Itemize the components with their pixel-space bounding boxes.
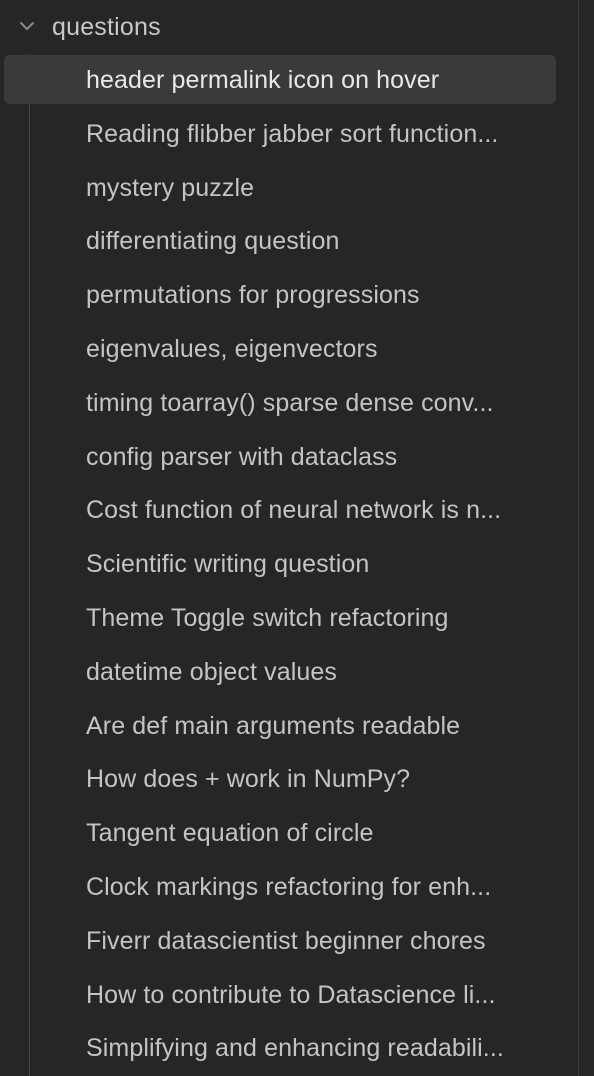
file-item-label: differentiating question [86,227,340,256]
file-item-label: How does + work in NumPy? [86,765,411,794]
file-item[interactable]: differentiating question [0,215,578,269]
file-item-label: Reading flibber jabber sort function... [86,119,499,148]
file-item[interactable]: How does + work in NumPy? [0,753,578,807]
file-item[interactable]: mystery puzzle [0,162,578,216]
file-item-label: How to contribute to Datascience li... [86,980,496,1009]
file-item-label: Are def main arguments readable [86,711,461,740]
indent-guide [29,54,30,1076]
file-item-label: Clock markings refactoring for enh... [86,872,492,901]
file-item-label: header permalink icon on hover [86,66,440,94]
file-item-label: mystery puzzle [86,173,255,202]
chevron-down-icon [20,22,34,30]
file-item[interactable]: Scientific writing question [0,538,578,592]
file-item-label: Tangent equation of circle [86,819,374,848]
file-item[interactable]: Are def main arguments readable [0,700,578,754]
file-item[interactable]: datetime object values [0,646,578,700]
file-item-label: timing toarray() sparse dense conv... [86,388,494,417]
file-item[interactable]: Clock markings refactoring for enh... [0,861,578,915]
file-item-label: Theme Toggle switch refactoring [86,603,449,632]
file-item[interactable]: How to contribute to Datascience li... [0,969,578,1023]
active-item-highlight [4,55,556,104]
file-item-label: Fiverr datascientist beginner chores [86,926,486,955]
file-item-label: Simplifying and enhancing readabili... [86,1034,504,1063]
folder-label: questions [52,13,161,41]
folder-questions[interactable]: questions [0,0,578,54]
file-item-label: Cost function of neural network is n... [86,496,502,525]
file-item-label: permutations for progressions [86,281,420,310]
file-item-label: config parser with dataclass [86,442,398,471]
file-item[interactable]: permutations for progressions [0,269,578,323]
file-item[interactable]: Fiverr datascientist beginner chores [0,915,578,969]
file-item[interactable]: Cost function of neural network is n... [0,484,578,538]
file-item[interactable]: header permalink icon on hover [0,54,578,108]
file-item[interactable]: Simplifying and enhancing readabili... [0,1022,578,1076]
file-item-label: Scientific writing question [86,550,370,579]
file-item[interactable]: Tangent equation of circle [0,807,578,861]
file-item[interactable]: Reading flibber jabber sort function... [0,108,578,162]
file-item[interactable]: config parser with dataclass [0,431,578,485]
file-item[interactable]: timing toarray() sparse dense conv... [0,377,578,431]
file-item[interactable]: Theme Toggle switch refactoring [0,592,578,646]
panel-divider[interactable] [578,0,579,1076]
file-item-label: eigenvalues, eigenvectors [86,334,378,363]
file-item-label: datetime object values [86,657,337,686]
file-item[interactable]: eigenvalues, eigenvectors [0,323,578,377]
